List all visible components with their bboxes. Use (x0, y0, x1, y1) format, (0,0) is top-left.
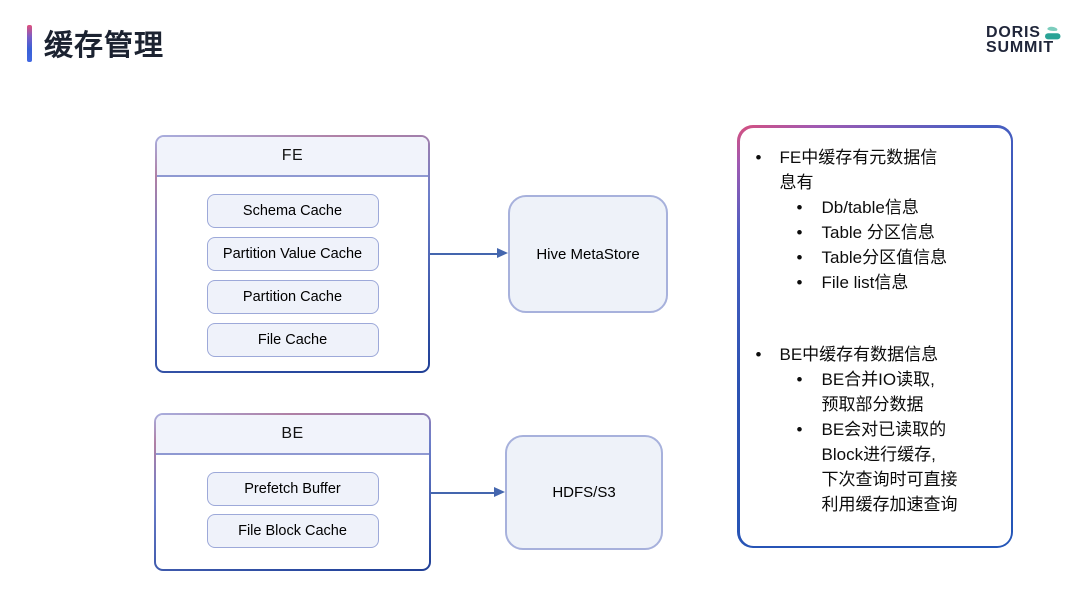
be-group-label: BE (156, 415, 429, 455)
hdfs-s3-node: HDFS/S3 (505, 435, 663, 550)
fe-cache-list: Schema Cache Partition Value Cache Parti… (157, 177, 428, 371)
note-subitem-text: File list信息 (821, 272, 909, 292)
page-title: 缓存管理 (44, 30, 165, 62)
bullet-icon: • (796, 419, 803, 439)
title-accent-bar (27, 25, 32, 62)
fe-group-label: FE (157, 137, 428, 177)
be-group-node: BE Prefetch Buffer File Block Cache (154, 413, 431, 571)
hive-metastore-node: Hive MetaStore (508, 195, 668, 313)
file-block-cache-node: File Block Cache (206, 514, 379, 548)
note-subitem-table-partition-value: • Table分区值信息 (797, 245, 1003, 270)
bullet-icon: • (796, 247, 803, 267)
schema-cache-node: Schema Cache (206, 194, 379, 228)
fe-group-node: FE Schema Cache Partition Value Cache Pa… (155, 135, 430, 373)
partition-value-cache-node: Partition Value Cache (206, 237, 379, 271)
bullet-icon: • (796, 197, 803, 217)
notes-panel: • FE中缓存有元数据信 息有 • Db/table信息 • Table 分区信… (737, 125, 1013, 548)
be-to-hdfs-arrow-line (431, 492, 495, 494)
bullet-icon: • (796, 222, 803, 242)
file-cache-node: File Cache (206, 323, 379, 357)
note-subitem-be-block-cache: • BE会对已读取的 Block进行缓存, 下次查询时可直接 利用缓存加速查询 (797, 417, 1003, 517)
note-subitem-text: Db/table信息 (821, 197, 919, 217)
fe-to-hive-arrow-head (497, 248, 508, 258)
note-item-be-text: BE中缓存有数据信息 (779, 344, 939, 364)
fe-group-body: FE Schema Cache Partition Value Cache Pa… (157, 137, 428, 371)
logo-text-doris: DORIS (986, 24, 1041, 41)
note-subitem-text: Table分区值信息 (821, 247, 948, 267)
logo-row-top: DORIS (986, 24, 1061, 41)
doris-layers-icon (1044, 26, 1061, 41)
be-group-body: BE Prefetch Buffer File Block Cache (156, 415, 429, 569)
bullet-icon: • (796, 369, 803, 389)
note-subitem-text: BE会对已读取的 Block进行缓存, 下次查询时可直接 利用缓存加速查询 (821, 419, 958, 514)
note-subitem-text: BE合并IO读取, 预取部分数据 (821, 369, 935, 414)
bullet-icon: • (796, 272, 803, 292)
note-item-fe: • FE中缓存有元数据信 息有 (753, 145, 1003, 195)
note-item-be: • BE中缓存有数据信息 (753, 342, 1003, 367)
be-to-hdfs-arrow-head (494, 487, 505, 497)
note-subitem-db-table: • Db/table信息 (797, 195, 1003, 220)
bullet-icon: • (755, 147, 762, 167)
partition-cache-node: Partition Cache (206, 280, 379, 314)
note-item-fe-text: FE中缓存有元数据信 息有 (779, 147, 938, 192)
bullet-icon: • (755, 344, 762, 364)
be-cache-list: Prefetch Buffer File Block Cache (156, 455, 429, 569)
note-subitem-text: Table 分区信息 (821, 222, 935, 242)
note-subitem-be-io: • BE合并IO读取, 预取部分数据 (797, 367, 1003, 417)
doris-summit-logo: DORIS SUMMIT (986, 24, 1061, 56)
prefetch-buffer-node: Prefetch Buffer (206, 472, 379, 506)
logo-text-summit: SUMMIT (986, 39, 1054, 56)
notes-panel-content: • FE中缓存有元数据信 息有 • Db/table信息 • Table 分区信… (739, 127, 1011, 546)
note-subitem-file-list: • File list信息 (797, 270, 1003, 295)
note-subitem-table-partition: • Table 分区信息 (797, 220, 1003, 245)
logo-row-bottom: SUMMIT (986, 39, 1061, 56)
fe-to-hive-arrow-line (430, 253, 498, 255)
